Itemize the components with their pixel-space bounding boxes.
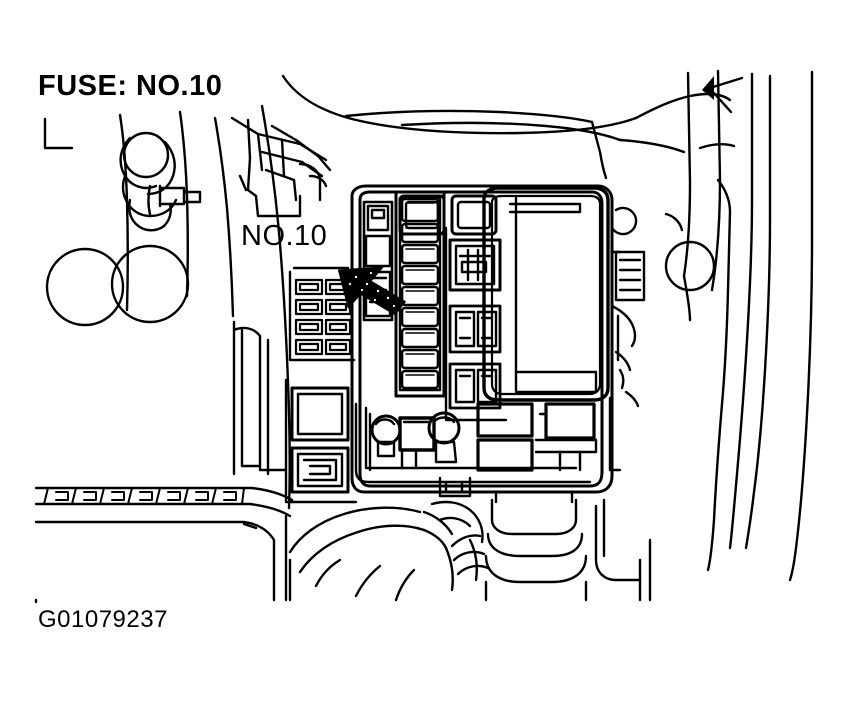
- inner-relay-slots: [444, 226, 508, 422]
- relay-block-lower: [284, 378, 598, 504]
- arrow-down-right-icon: [338, 266, 406, 316]
- left-middle-structure: [232, 320, 288, 476]
- large-relay-cover-box: [482, 186, 610, 402]
- upper-bracket-structure: [230, 116, 332, 218]
- fuse-number-callout-label: NO.10: [241, 220, 328, 252]
- body-panel-bolt-hole-left: [45, 247, 125, 327]
- cowl-curve-lines: [281, 74, 736, 180]
- left-body-panel-lines: [43, 104, 291, 510]
- lower-left-panel-edges: [34, 514, 288, 604]
- body-panel-bolt-hole-right: [664, 240, 716, 292]
- fender-panel-lines-right: [664, 69, 814, 582]
- fuse-relay-box-housing: [350, 184, 614, 494]
- air-intake-duct-hose: [288, 492, 652, 602]
- page-title: FUSE: NO.10: [38, 70, 223, 102]
- top-fuse-blocks: [398, 194, 498, 236]
- figure-id-caption: G01079237: [38, 606, 168, 633]
- right-connector-details: [608, 206, 646, 472]
- ribbed-radiator-support-strip: [34, 486, 294, 602]
- hood-latch-hook-bracket: [119, 131, 202, 232]
- body-panel-bolt-hole-left-2: [110, 244, 190, 324]
